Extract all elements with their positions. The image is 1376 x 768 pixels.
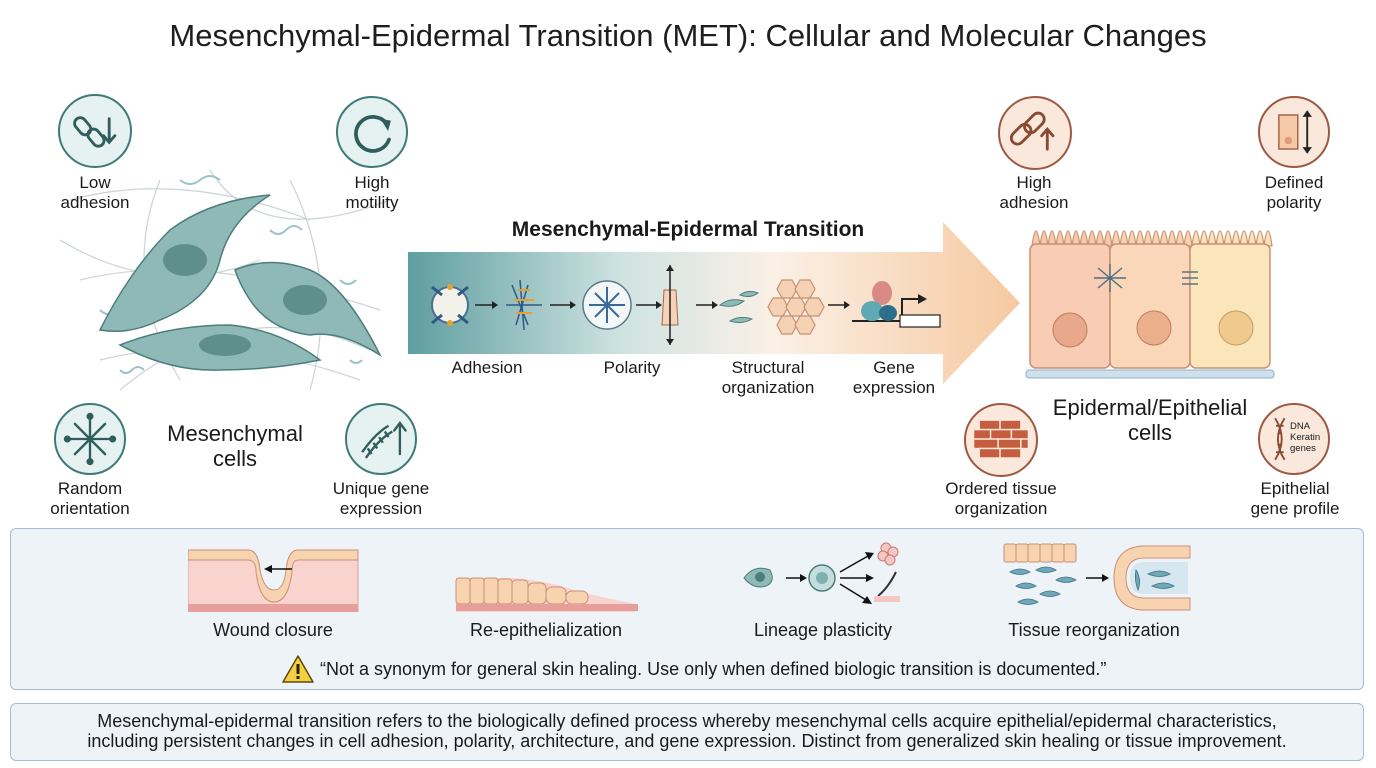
application-tissue-reorganization: Tissue reorganization bbox=[1008, 620, 1180, 640]
transition-steps-illustration bbox=[431, 265, 941, 345]
application-re-epithelialization: Re-epithelialization bbox=[469, 620, 623, 640]
application-lineage-plasticity: Lineage plasticity bbox=[753, 620, 893, 640]
warning-icon bbox=[282, 655, 314, 683]
dna-keratin-icon bbox=[1258, 403, 1330, 475]
definition-box: Mesenchymal-epidermal transition refers … bbox=[10, 703, 1364, 761]
tissue-reorganization-illustration bbox=[1003, 543, 1191, 611]
wound-closure-illustration bbox=[188, 549, 359, 612]
definition-line-2: including persistent changes in cell adh… bbox=[87, 731, 1287, 751]
step-polarity: Polarity bbox=[603, 358, 661, 377]
brick-wall-icon bbox=[964, 403, 1038, 477]
step-adhesion: Adhesion bbox=[451, 358, 523, 377]
epithelial-cells-illustration bbox=[1025, 230, 1275, 379]
broken-chain-down-icon bbox=[58, 94, 132, 168]
re-epithelialization-illustration bbox=[455, 577, 638, 612]
lineage-plasticity-illustration bbox=[743, 542, 900, 604]
polarity-cell-icon bbox=[1258, 96, 1330, 168]
definition-line-1: Mesenchymal-epidermal transition refers … bbox=[97, 711, 1277, 731]
circular-arrow-icon bbox=[336, 96, 408, 168]
dna-up-arrow-icon bbox=[345, 403, 417, 475]
page-title: Mesenchymal-Epidermal Transition (MET): … bbox=[169, 18, 1207, 53]
radiating-arrows-icon bbox=[54, 403, 126, 475]
application-wound-closure: Wound closure bbox=[213, 620, 333, 640]
chain-up-icon bbox=[998, 96, 1072, 170]
transition-heading: Mesenchymal-Epidermal Transition bbox=[511, 218, 865, 241]
warning-text: “Not a synonym for general skin healing.… bbox=[320, 659, 1107, 679]
mesenchymal-cells-illustration bbox=[60, 169, 391, 391]
dna-keratin-text: DNA Keratin genes bbox=[1290, 421, 1321, 454]
